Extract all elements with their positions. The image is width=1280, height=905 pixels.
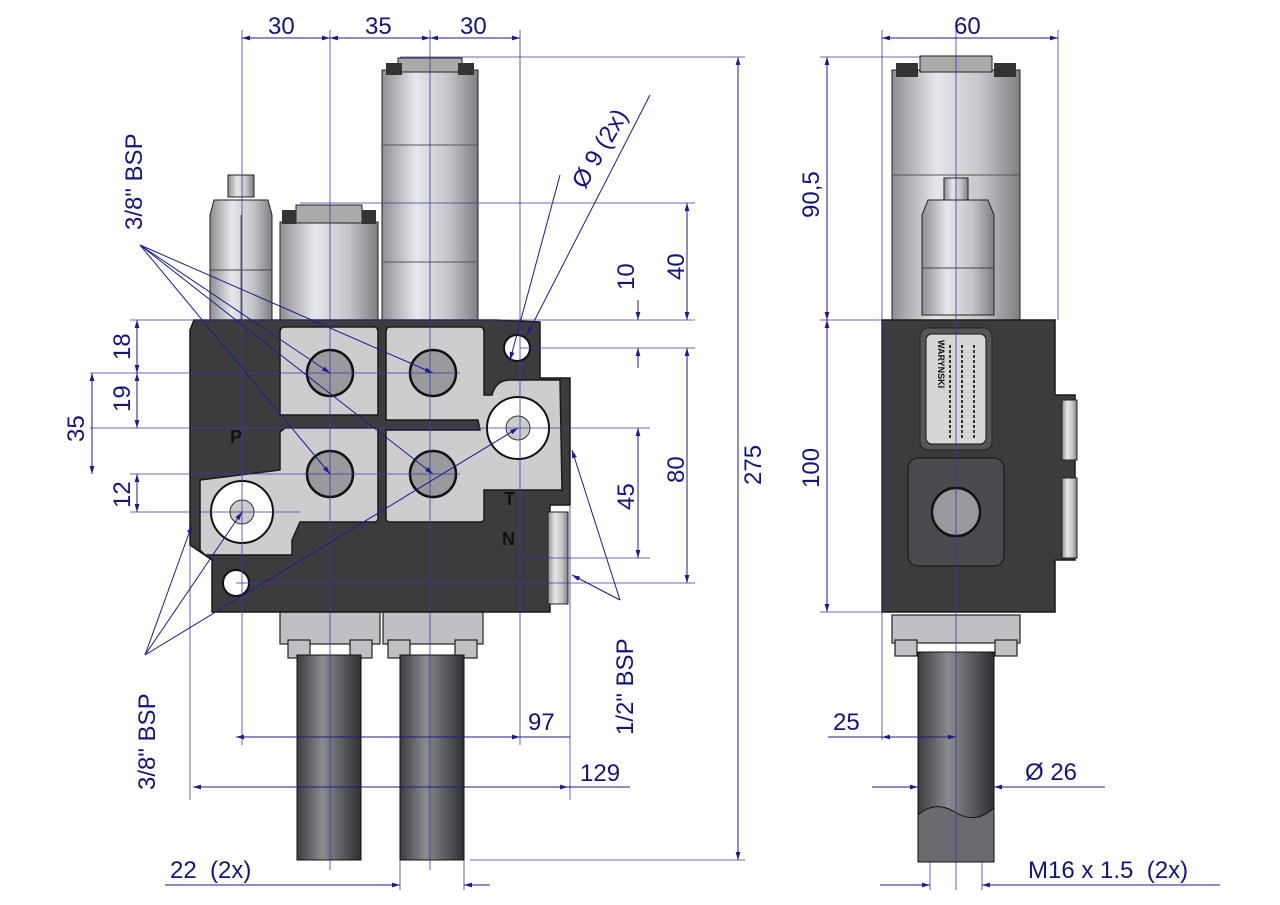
port-mark-t: T — [504, 489, 515, 509]
relief-valve — [209, 174, 273, 321]
dim-80: 80 — [663, 456, 690, 483]
dim-275: 275 — [740, 445, 767, 485]
dim-19: 19 — [109, 385, 136, 412]
port-mark-p: P — [230, 427, 242, 447]
label-port-top: 3/8" BSP — [121, 133, 148, 230]
dim-side-25: 25 — [833, 709, 860, 736]
dim-35-left: 35 — [63, 415, 90, 442]
label-port-bottom: 3/8" BSP — [134, 693, 161, 790]
dim-top-30-right: 30 — [460, 13, 487, 40]
dim-thread: M16 x 1.5 (2x) — [1028, 857, 1188, 884]
dim-40: 40 — [663, 253, 690, 280]
dim-10: 10 — [613, 263, 640, 290]
dim-hole-diameter: Ø 9 (2x) — [567, 104, 634, 193]
side-view: WARYNSKI — [881, 55, 1078, 863]
side-dimension-lines — [820, 30, 1220, 890]
dim-18: 18 — [109, 333, 136, 360]
port-mark-n: N — [502, 529, 515, 549]
label-port-right: 1/2" BSP — [612, 638, 639, 735]
dim-side-100: 100 — [798, 448, 825, 488]
dim-97: 97 — [528, 709, 555, 736]
dim-top-30-left: 30 — [268, 13, 295, 40]
front-view: P T N — [189, 57, 571, 861]
svg-text:WARYNSKI: WARYNSKI — [936, 340, 946, 388]
dim-spool-diameter: Ø 26 — [1025, 759, 1077, 786]
spring-cap-left — [279, 204, 379, 326]
spool-left — [279, 611, 381, 861]
dim-side-90-5: 90,5 — [798, 171, 825, 218]
dim-45: 45 — [613, 483, 640, 510]
spool-right — [382, 611, 484, 861]
front-dimension-lines — [89, 30, 745, 890]
dim-top-35: 35 — [365, 13, 392, 40]
dim-22-2x: 22 (2x) — [170, 857, 251, 884]
dim-side-60: 60 — [954, 13, 981, 40]
dim-12: 12 — [109, 481, 136, 508]
dim-129: 129 — [580, 760, 620, 787]
